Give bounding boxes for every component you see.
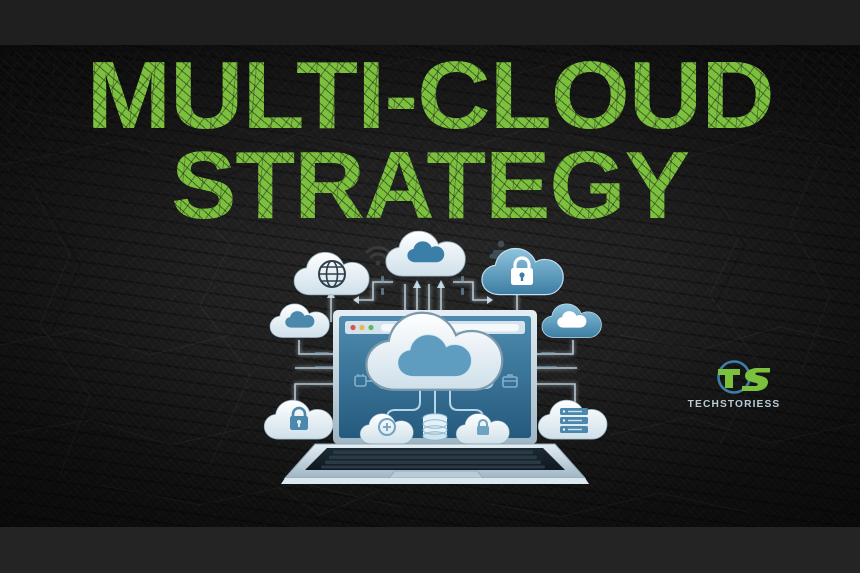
brand-logo[interactable]: TECHSTORIESS <box>688 358 780 420</box>
cloud-lock-top <box>481 247 564 296</box>
top-letterbox-band <box>0 0 860 45</box>
laptop <box>281 310 589 484</box>
window-maximize-dot[interactable] <box>368 324 374 331</box>
globe-icon <box>318 260 346 288</box>
cloud-globe <box>293 251 370 296</box>
bottom-letterbox-band <box>0 527 860 573</box>
wifi-icon <box>365 246 391 266</box>
cloud-top-center <box>385 230 466 277</box>
trackpad[interactable] <box>388 470 484 479</box>
plug-icon <box>354 374 372 387</box>
window-minimize-dot[interactable] <box>359 324 365 331</box>
laptop-front-edge <box>281 478 589 484</box>
cloud-upload-right <box>541 303 602 338</box>
screen-cloud-left <box>359 413 414 445</box>
multi-cloud-illustration <box>263 230 608 484</box>
window-close-dot[interactable] <box>350 324 356 331</box>
cloud-upload-left <box>269 303 330 338</box>
cloud-server <box>537 399 608 440</box>
lock-icon <box>511 256 533 285</box>
briefcase-icon <box>502 374 518 388</box>
server-icon <box>560 408 588 433</box>
database-icon <box>422 413 448 441</box>
ts-monogram-icon <box>717 360 770 394</box>
cloud-lock-bottom <box>263 399 334 440</box>
keyboard-keys <box>321 450 545 469</box>
lock-icon <box>290 406 308 430</box>
brand-wordmark: TECHSTORIESS <box>687 399 781 410</box>
screen-cloud-right <box>455 413 510 445</box>
